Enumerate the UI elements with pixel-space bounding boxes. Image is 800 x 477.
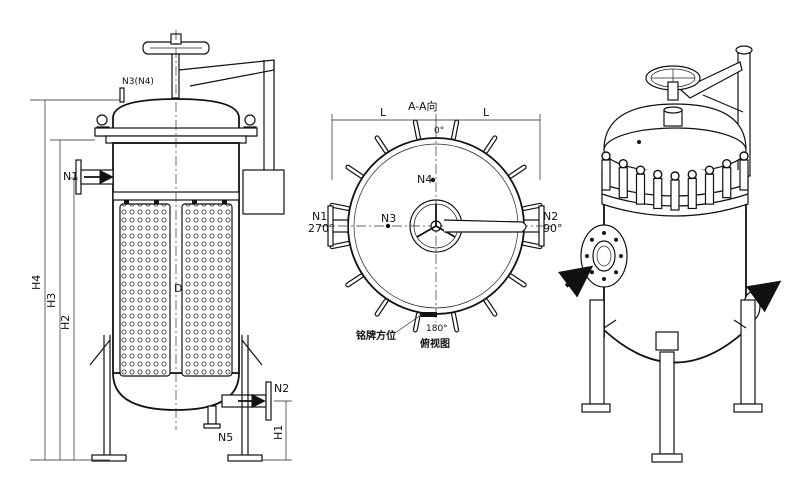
iso-eye-bolts (601, 151, 749, 211)
inlet-label: N1 (63, 170, 78, 183)
iso-eye-bolt (722, 167, 732, 199)
dim-l-left: L (380, 106, 387, 119)
bolt-lug (346, 165, 363, 178)
iso-eye-bolt-head (687, 169, 697, 180)
flange-bolt-hole (589, 237, 594, 242)
angle-left: 270° (308, 222, 335, 235)
isometric-view (558, 45, 782, 463)
bolt-lug (522, 204, 542, 210)
section-view: A-A向 L L 0° (308, 99, 563, 350)
outlet-nozzle (221, 381, 272, 421)
bolt-lug (375, 136, 388, 153)
bolt-lug (414, 120, 420, 140)
iso-eye-bolt-head (670, 171, 680, 181)
flange-bolt-hole (602, 277, 606, 281)
bolt-lug (484, 136, 497, 153)
n4-point (430, 177, 436, 183)
front-view: D N1 N2 N5 N3(N4) (30, 30, 292, 462)
plate-bolts (124, 200, 227, 204)
davit-arm (178, 59, 285, 215)
nameplate-marker (421, 312, 437, 317)
diameter-label: D (174, 282, 182, 295)
flange-bolt-hole (585, 254, 589, 258)
dim-h4: H4 (30, 275, 43, 290)
drain-nozzle (203, 405, 221, 429)
inlet-nozzle (75, 159, 114, 195)
filter-bag-left (119, 203, 171, 377)
bolt-lug (346, 274, 363, 287)
iso-eye-bolt (653, 177, 663, 210)
angle-bottom: 180° (426, 324, 448, 334)
iso-legs (581, 299, 763, 463)
n3-point (385, 223, 391, 229)
handwheel-plan (409, 199, 527, 253)
nameplate-label: 铭牌方位 (356, 329, 396, 342)
iso-eye-bolt (670, 179, 680, 211)
dim-h3: H3 (45, 293, 58, 308)
dim-h2: H2 (59, 315, 72, 330)
section-title: A-A向 (408, 99, 438, 113)
view-label: 俯视图 (420, 337, 450, 350)
iso-eye-bolt (687, 177, 697, 210)
dim-h1: H1 (272, 425, 285, 440)
bolt-lug (375, 299, 388, 316)
flange-bolt-hole (589, 270, 594, 275)
bolt-lug (330, 242, 350, 248)
iso-eye-bolt-head (653, 169, 663, 180)
angle-top: 0° (434, 126, 444, 136)
iso-eye-bolt (635, 173, 646, 205)
iso-eye-bolt-head (618, 158, 628, 169)
bolt-lug (509, 274, 526, 287)
bolt-lug (452, 120, 458, 140)
n1-label: N1 (312, 210, 327, 223)
iso-eye-bolt (618, 167, 628, 199)
iso-eye-bolt (739, 159, 749, 191)
flange-bolt-hole (619, 254, 623, 258)
angle-right: 90° (543, 222, 563, 235)
iso-bottom (603, 329, 747, 364)
iso-inlet-nozzle (558, 224, 628, 298)
dim-l-right: L (483, 106, 490, 119)
iso-eye-bolt-head (704, 165, 715, 175)
flange-bolt-hole (614, 237, 619, 242)
support-legs (89, 335, 263, 462)
iso-eye-bolt-head (635, 165, 646, 175)
filter-bag-right (181, 203, 233, 377)
top-nozzle-label: N3(N4) (122, 77, 154, 87)
flange-bolt-hole (614, 270, 619, 275)
bolt-lug (522, 242, 542, 248)
bolt-lug (484, 299, 497, 316)
iso-eye-bolt-head (601, 151, 611, 161)
iso-eye-bolt (601, 159, 611, 191)
top-nozzle (119, 87, 125, 103)
iso-eye-bolt-head (722, 158, 732, 169)
n2-label: N2 (543, 210, 558, 223)
iso-eye-bolt (704, 173, 715, 205)
bolt-lug (330, 204, 350, 210)
bolt-lug (452, 312, 458, 332)
flange-bolt-hole (602, 231, 606, 235)
outlet-label: N2 (274, 382, 289, 395)
dimension-lines (30, 99, 292, 461)
iso-eye-bolt-head (739, 151, 749, 161)
drain-label: N5 (218, 431, 233, 444)
iso-shell (603, 204, 747, 338)
bolt-lug (509, 165, 526, 178)
n4-label: N4 (417, 173, 432, 186)
iso-handwheel (645, 65, 701, 101)
n3-label: N3 (381, 212, 396, 225)
